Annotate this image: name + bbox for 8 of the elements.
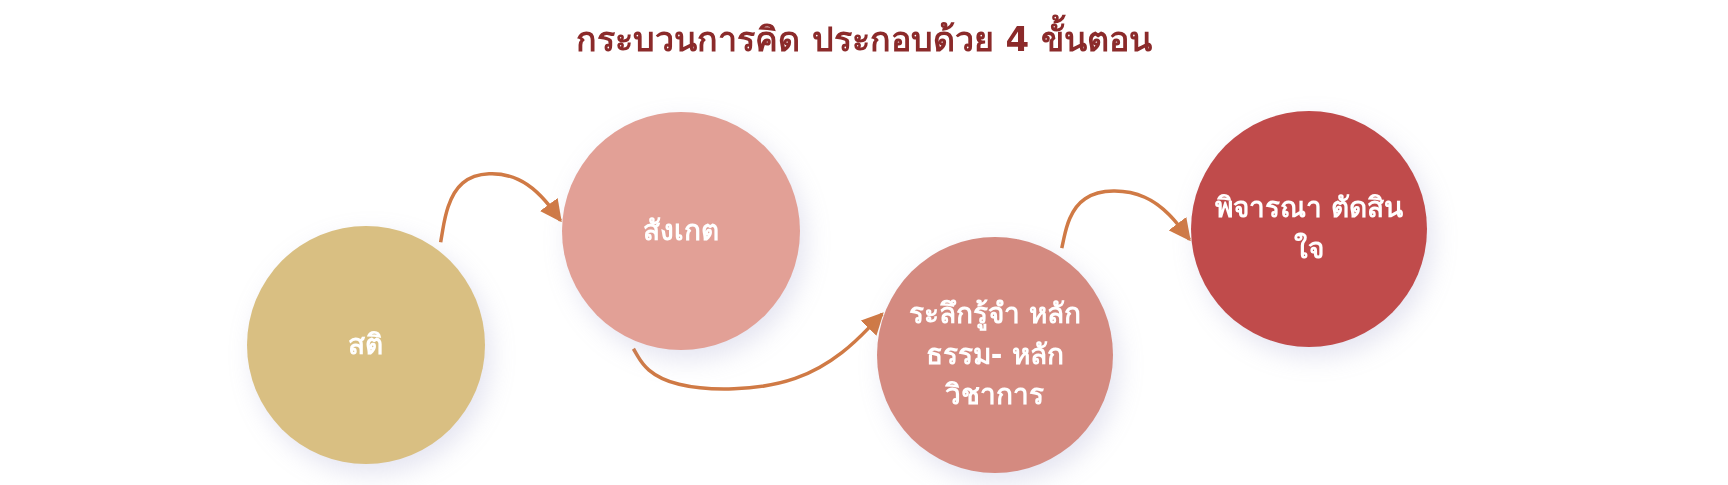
curved-arrow	[631, 312, 884, 391]
step-label: สังเกต	[642, 212, 720, 249]
step-label: ระลึกรู้จำ หลักธรรม- หลักวิชาการ	[907, 296, 1083, 414]
curved-arrow	[438, 172, 562, 243]
curved-arrow	[1060, 189, 1191, 249]
step-label: สติ	[347, 326, 385, 363]
diagram-title: กระบวนการคิด ประกอบด้วย 4 ขั้นตอน	[0, 12, 1728, 66]
step-label: พิจารณา ตัดสินใจ	[1213, 190, 1405, 267]
